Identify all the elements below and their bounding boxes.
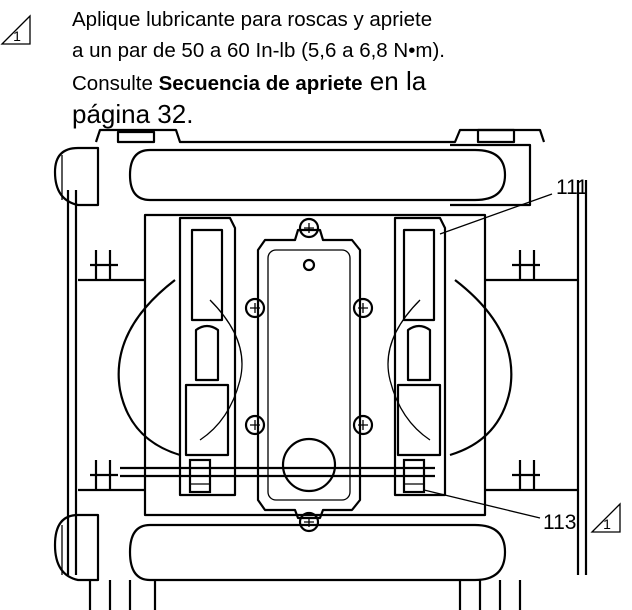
callout-111: 111 xyxy=(556,176,588,199)
note-line-3-suffix: en la xyxy=(362,66,427,96)
note-line-2: a un par de 50 a 60 In-lb (5,6 a 6,8 N•m… xyxy=(72,39,445,62)
note-triangle-icon-113: 1 xyxy=(590,502,621,533)
instruction-note: Aplique lubricante para roscas y apriete… xyxy=(72,4,612,130)
note-triangle-113-number: 1 xyxy=(603,516,611,532)
callout-113: 113 xyxy=(543,511,577,534)
note-triangle-number: 1 xyxy=(13,28,21,44)
note-line-3-prefix: Consulte xyxy=(72,72,159,95)
note-line-1: Aplique lubricante para roscas y apriete xyxy=(72,8,433,31)
tightening-sequence-reference: Secuencia de apriete xyxy=(158,72,363,95)
note-line-3: Consulte Secuencia de apriete en la xyxy=(72,66,612,99)
note-triangle-icon: 1 xyxy=(0,14,31,45)
note-line-4: página 32. xyxy=(72,99,194,129)
